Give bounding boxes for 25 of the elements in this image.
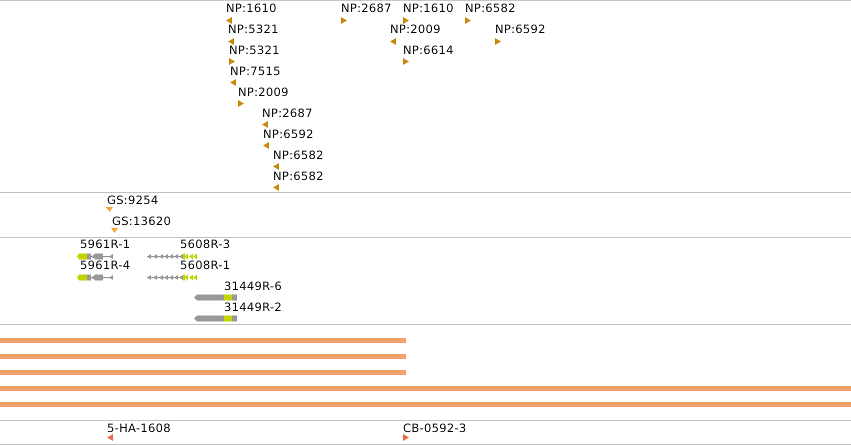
feature-label: NP:2687: [341, 2, 392, 15]
feature-label: NP:6582: [273, 149, 324, 162]
feature-label: 5608R-3: [180, 238, 230, 251]
feature-label: 5608R-1: [180, 259, 230, 272]
feature-label: 31449R-6: [224, 280, 282, 293]
feature-label: NP:6582: [273, 170, 324, 183]
feature-label: NP:2687: [262, 107, 313, 120]
feature-label: NP:6592: [263, 128, 314, 141]
feature-label: GS:9254: [107, 194, 158, 207]
feature-label: NP:1610: [403, 2, 454, 15]
feature-label: GS:13620: [112, 215, 172, 228]
feature-label: NP:7515: [230, 65, 281, 78]
feature-label: NP:5321: [228, 23, 279, 36]
feature-label: NP:2009: [238, 86, 289, 99]
feature-label: NP:6614: [403, 44, 454, 57]
feature-label: 5961R-4: [80, 259, 130, 272]
feature-label: 5961R-1: [80, 238, 130, 251]
feature-label: NP:2009: [390, 23, 441, 36]
feature-label: 5-HA-1608: [107, 422, 171, 435]
feature-label: NP:6582: [465, 2, 516, 15]
feature-label: NP:1610: [226, 2, 277, 15]
feature-label: NP:6592: [495, 23, 546, 36]
feature-label: CB-0592-3: [403, 422, 467, 435]
feature-label: NP:5321: [229, 44, 280, 57]
feature-label: 31449R-2: [224, 301, 282, 314]
